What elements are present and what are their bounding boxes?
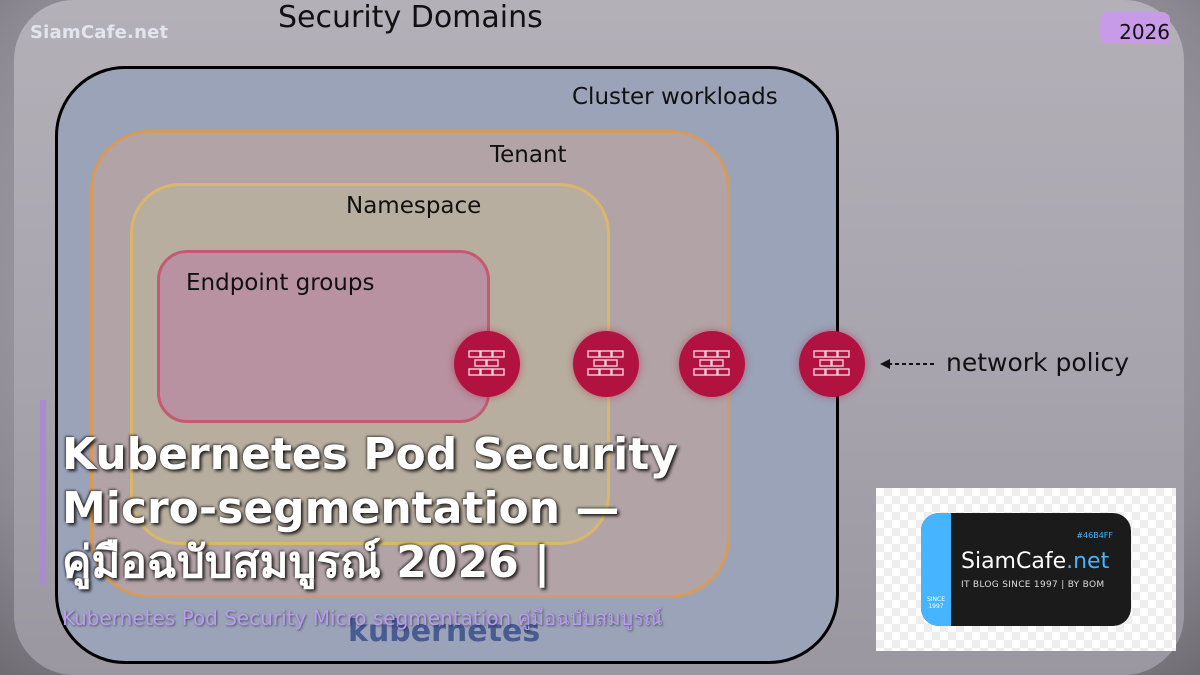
endpoint-groups-box [157, 250, 490, 423]
namespace-label: Namespace [346, 193, 482, 219]
firewall-node-cluster [799, 331, 865, 397]
card-hex-label: #46B4FF [1076, 531, 1113, 540]
year-badge: 2026 [1100, 12, 1170, 44]
logo-card-stripe [921, 513, 951, 626]
logo-card-inner: SINCE 1997 #46B4FF SiamCafe.net IT BLOG … [921, 513, 1131, 626]
article-title: Kubernetes Pod Security Micro-segmentati… [62, 429, 678, 588]
firewall-icon [693, 350, 730, 376]
firewall-node-tenant [679, 331, 745, 397]
firewall-icon [813, 350, 850, 376]
article-subtitle: Kubernetes Pod Security Micro segmentati… [62, 606, 663, 630]
network-policy-label: network policy [946, 348, 1130, 377]
since-label: SINCE 1997 [926, 596, 946, 610]
kubernetes-watermark: kubernetes [348, 614, 541, 649]
cluster-workloads-label: Cluster workloads [572, 84, 778, 110]
endpoint-groups-label: Endpoint groups [186, 270, 375, 296]
card-brand-part1: SiamCafe [961, 549, 1067, 574]
firewall-icon [468, 350, 505, 376]
firewall-icon [587, 350, 624, 376]
firewall-node-namespace [573, 331, 639, 397]
card-brand-part2: .net [1066, 549, 1110, 574]
dashed-arrow-icon [880, 359, 934, 369]
card-brand-name: SiamCafe.net [961, 549, 1109, 574]
siamcafe-logo-card[interactable]: SINCE 1997 #46B4FF SiamCafe.net IT BLOG … [876, 488, 1176, 651]
firewall-node-endpoint [454, 331, 520, 397]
tenant-label: Tenant [490, 142, 567, 168]
title-accent-bar [40, 400, 46, 585]
diagram-heading: Security Domains [278, 0, 543, 35]
site-logo[interactable]: SiamCafe.net [30, 22, 169, 43]
card-tagline: IT BLOG SINCE 1997 | BY BOM [961, 580, 1105, 590]
